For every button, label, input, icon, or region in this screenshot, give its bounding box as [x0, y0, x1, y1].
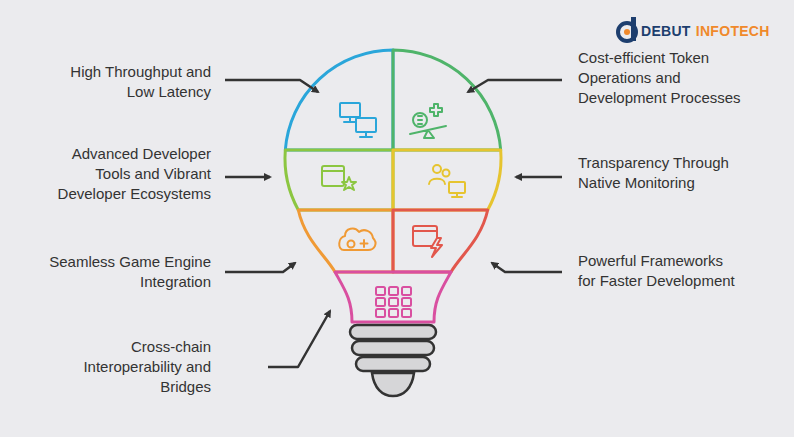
- feature-label: Cost-efficient Token Operations and Deve…: [578, 48, 748, 108]
- logo-text: DEBUT: [641, 22, 691, 40]
- feature-label: High Throughput and Low Latency: [46, 62, 211, 102]
- logo: DEBUT INFOTECH: [641, 22, 770, 40]
- feature-label: Powerful Frameworks for Faster Developme…: [578, 251, 739, 291]
- feature-label: Advanced Developer Tools and Vibrant Dev…: [46, 144, 211, 204]
- logo-text: INFOTECH: [696, 22, 770, 40]
- feature-label: Cross-chain Interoperability and Bridges: [51, 337, 211, 397]
- feature-label: Transparency Through Native Monitoring: [578, 153, 748, 193]
- feature-label: Seamless Game Engine Integration: [41, 252, 211, 292]
